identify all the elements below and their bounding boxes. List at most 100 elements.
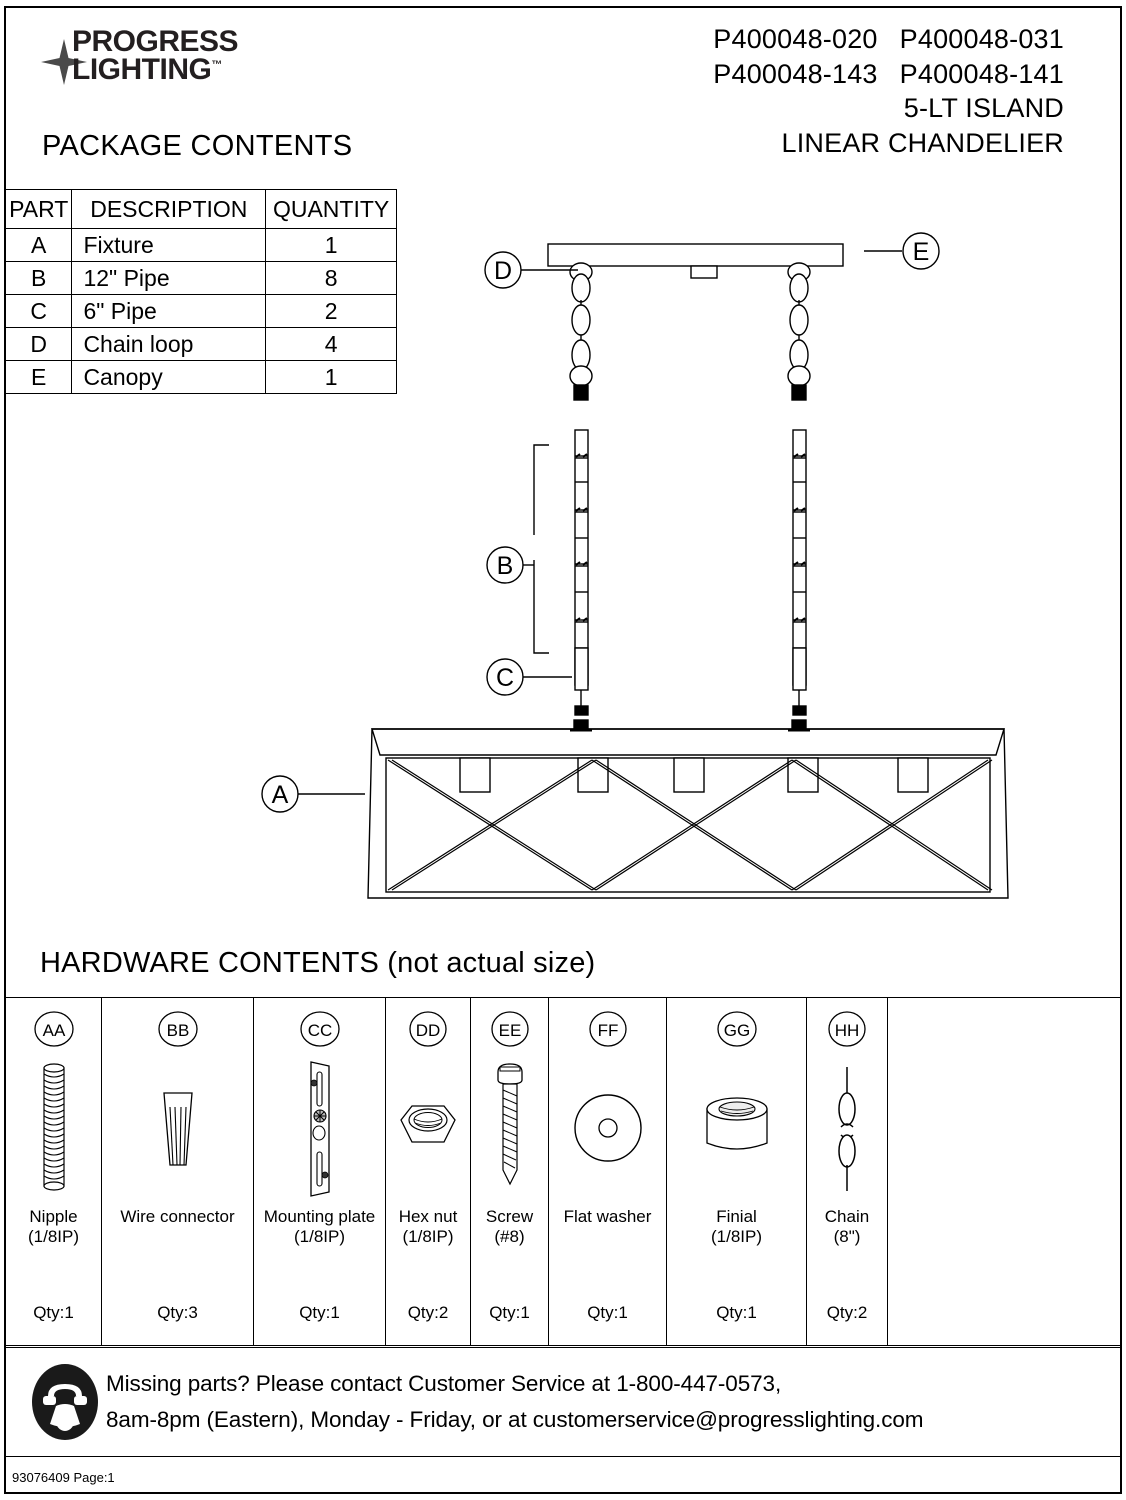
hardware-label-DD: Hex nut (1/8IP) — [398, 1207, 458, 1247]
table-row: B 12" Pipe 8 — [4, 261, 397, 295]
product-name-line-1: 5-LT ISLAND — [903, 93, 1064, 124]
chain-loop-left — [569, 262, 593, 401]
hardware-item-HH: HH — [806, 997, 888, 1346]
hardware-label-EE: Screw (#8) — [485, 1207, 534, 1247]
hardware-code-badge: GG — [668, 1009, 805, 1049]
hardware-qty-AA: Qty:1 — [33, 1303, 74, 1322]
table-row: D Chain loop 4 — [4, 327, 397, 361]
hardware-qty-CC: Qty:1 — [299, 1303, 340, 1322]
logo-line-1: PROGRESS — [72, 25, 239, 58]
hardware-code-badge: BB — [103, 1009, 252, 1049]
product-code-1: P400048-020 — [713, 24, 878, 54]
product-name-line-2: LINEAR CHANDELIER — [781, 127, 1064, 158]
table-row: C 6" Pipe 2 — [4, 294, 397, 328]
hardware-contents-title: HARDWARE CONTENTS (not actual size) — [40, 947, 596, 979]
product-code-2: P400048-031 — [899, 24, 1064, 54]
hardware-item-GG: GG Finial — [666, 997, 807, 1346]
hardware-code-badge: DD — [387, 1009, 469, 1049]
part-quantity: 8 — [265, 261, 397, 295]
callout-A: A — [261, 775, 299, 813]
package-contents-table: PART DESCRIPTION QUANTITY A Fixture 1 B … — [4, 189, 397, 394]
hardware-code-BB: BB — [166, 1021, 189, 1040]
hardware-item-CC: CC — [253, 997, 386, 1346]
table-header-row: PART DESCRIPTION QUANTITY — [4, 189, 397, 229]
hardware-label-HH: Chain (8") — [824, 1207, 870, 1247]
assembly-diagram: D E B C A — [0, 180, 1118, 920]
hardware-code-badge: HH — [808, 1009, 886, 1049]
callout-E: E — [902, 232, 940, 270]
hardware-code-badge: EE — [472, 1009, 547, 1049]
callout-B: B — [486, 546, 524, 584]
svg-text:B: B — [497, 552, 514, 580]
hardware-code-FF: FF — [597, 1021, 618, 1040]
screw-icon — [472, 1053, 547, 1203]
wire-connector-icon — [103, 1053, 252, 1203]
logo-line-2: LIGHTING — [72, 52, 212, 86]
hardware-code-EE: EE — [498, 1021, 521, 1040]
document-id: 93076409 Page:1 — [12, 1470, 115, 1485]
assembly-diagram-svg: D E B C A — [261, 232, 1009, 899]
svg-text:C: C — [496, 664, 514, 692]
hardware-code-DD: DD — [416, 1021, 441, 1040]
column-header-part: PART — [4, 189, 73, 229]
part-id: B — [4, 261, 73, 295]
column-header-quantity: QUANTITY — [265, 189, 397, 229]
hardware-code-badge: FF — [550, 1009, 665, 1049]
hardware-label-CC: Mounting plate (1/8IP) — [263, 1207, 376, 1247]
footer-line-1: Missing parts? Please contact Customer S… — [106, 1371, 782, 1396]
progress-lighting-logo: PROGRESS LIGHTING™ — [40, 22, 330, 94]
logo-wordmark: PROGRESS LIGHTING™ — [72, 25, 239, 86]
product-code-3: P400048-143 — [713, 58, 878, 89]
hardware-item-EE: EE — [470, 997, 549, 1346]
hardware-code-badge: CC — [255, 1009, 384, 1049]
callout-leaders — [298, 250, 902, 795]
flat-washer-icon — [550, 1053, 665, 1203]
svg-text:E: E — [913, 238, 930, 266]
hardware-label-GG: Finial (1/8IP) — [710, 1207, 763, 1247]
customer-service-footer: Missing parts? Please contact Customer S… — [5, 1347, 1121, 1457]
part-id: D — [4, 327, 73, 361]
hardware-qty-BB: Qty:3 — [157, 1303, 198, 1322]
callout-C: C — [486, 658, 524, 696]
hardware-qty-GG: Qty:1 — [716, 1303, 757, 1322]
hardware-item-AA: AA — [5, 997, 102, 1346]
svg-text:D: D — [494, 257, 512, 285]
chain-icon — [808, 1053, 886, 1203]
hardware-qty-DD: Qty:2 — [407, 1303, 449, 1322]
hardware-item-FF: FF Flat washer Qty:1 — [548, 997, 667, 1346]
part-description: 6" Pipe — [71, 294, 267, 328]
pipe-stack-right — [792, 429, 807, 716]
nipple-icon — [7, 1053, 100, 1203]
canopy-part — [547, 243, 844, 279]
svg-text:A: A — [272, 781, 289, 809]
fixture-part — [367, 719, 1009, 899]
hardware-item-DD: DD Hex nut — [385, 997, 471, 1346]
package-contents-title: PACKAGE CONTENTS — [42, 130, 353, 162]
hardware-code-badge: AA — [7, 1009, 100, 1049]
part-description: Canopy — [71, 360, 267, 394]
four-point-star-icon — [41, 39, 87, 85]
pipe-stack-left — [574, 429, 589, 716]
chain-loop-right — [787, 262, 811, 401]
hardware-code-HH: HH — [835, 1021, 860, 1040]
callout-D: D — [484, 251, 522, 289]
column-header-description: DESCRIPTION — [71, 189, 267, 229]
hardware-contents-table: AA — [5, 997, 1121, 1346]
mounting-plate-icon — [255, 1053, 384, 1203]
hardware-code-GG: GG — [723, 1021, 749, 1040]
part-description: 12" Pipe — [71, 261, 267, 295]
hardware-qty-FF: Qty:1 — [587, 1303, 628, 1322]
hardware-item-BB: BB Wire connector — [101, 997, 254, 1346]
part-id: E — [4, 360, 73, 394]
customer-service-text: Missing parts? Please contact Customer S… — [106, 1366, 924, 1439]
product-code-header: P400048-020 P400048-031 P400048-143 P40004… — [713, 22, 1064, 160]
footer-line-2: 8am-8pm (Eastern), Monday - Friday, or a… — [106, 1407, 924, 1433]
hardware-label-BB: Wire connector — [120, 1207, 235, 1226]
trademark-symbol: ™ — [211, 58, 222, 71]
hardware-label-FF: Flat washer — [563, 1207, 652, 1226]
b-dimension-bracket — [533, 444, 549, 654]
product-code-4: P400048-141 — [899, 58, 1064, 89]
finial-icon — [668, 1053, 805, 1203]
part-description: Chain loop — [71, 327, 267, 361]
